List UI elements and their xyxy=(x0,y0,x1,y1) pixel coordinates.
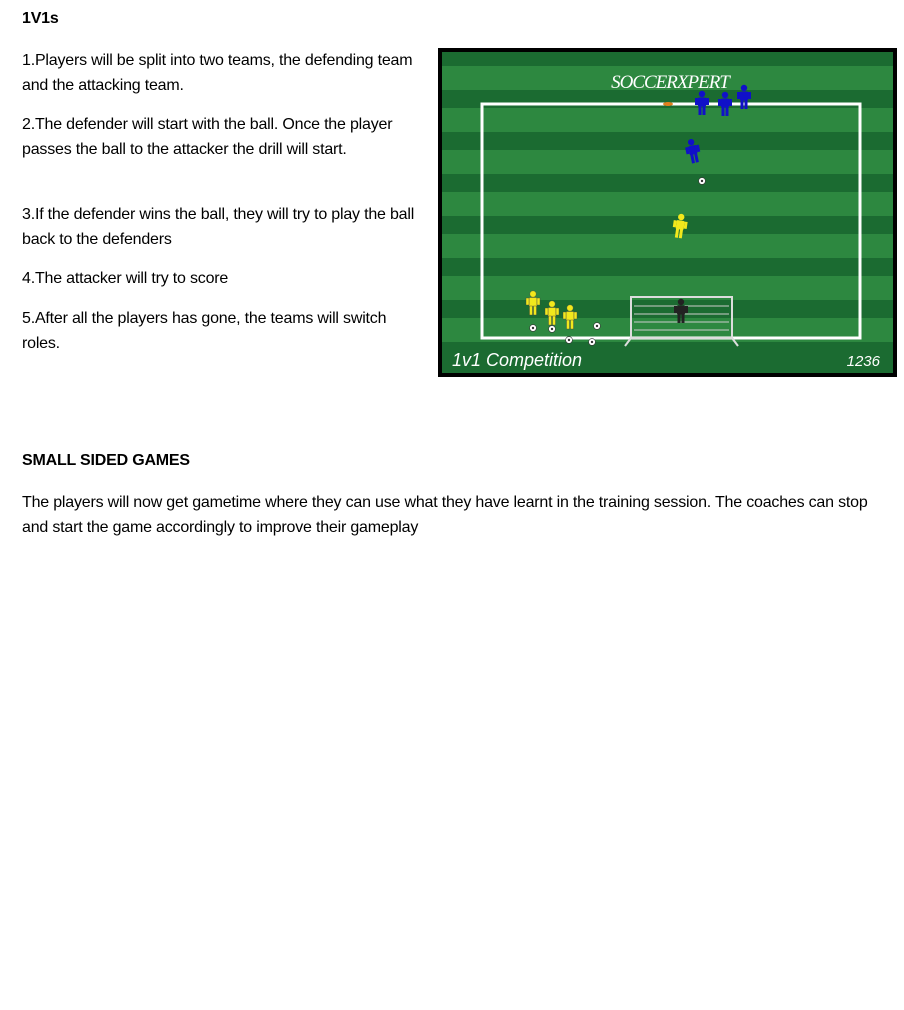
cone-icon xyxy=(663,102,673,106)
pitch xyxy=(442,52,893,373)
step-5-text: 5.After all the players has gone, the te… xyxy=(22,310,387,352)
small-sided-games-text: The players will now get gametime where … xyxy=(22,494,868,536)
ball-icon xyxy=(588,338,596,346)
step-2-text: 2.The defender will start with the ball.… xyxy=(22,116,393,158)
drill-diagram: SOCCERXPERT xyxy=(438,48,897,377)
step-3-text: 3.If the defender wins the ball, they wi… xyxy=(22,206,415,248)
ball-icon xyxy=(593,322,601,330)
step-1-text: 1.Players will be split into two teams, … xyxy=(22,52,413,94)
ball-icon xyxy=(548,325,556,333)
diagram-caption: 1v1 Competition xyxy=(452,350,582,370)
section-heading-1v1: 1V1s xyxy=(22,10,59,27)
ball-icon xyxy=(529,324,537,332)
step-4-text: 4.The attacker will try to score xyxy=(22,270,229,287)
logo-text: SOCCERXPERT xyxy=(611,72,731,93)
section-heading-small-sided-games: SMALL SIDED GAMES xyxy=(22,452,190,469)
ball-icon xyxy=(698,177,706,185)
diagram-number: 1236 xyxy=(847,353,881,370)
ball-icon xyxy=(565,336,573,344)
